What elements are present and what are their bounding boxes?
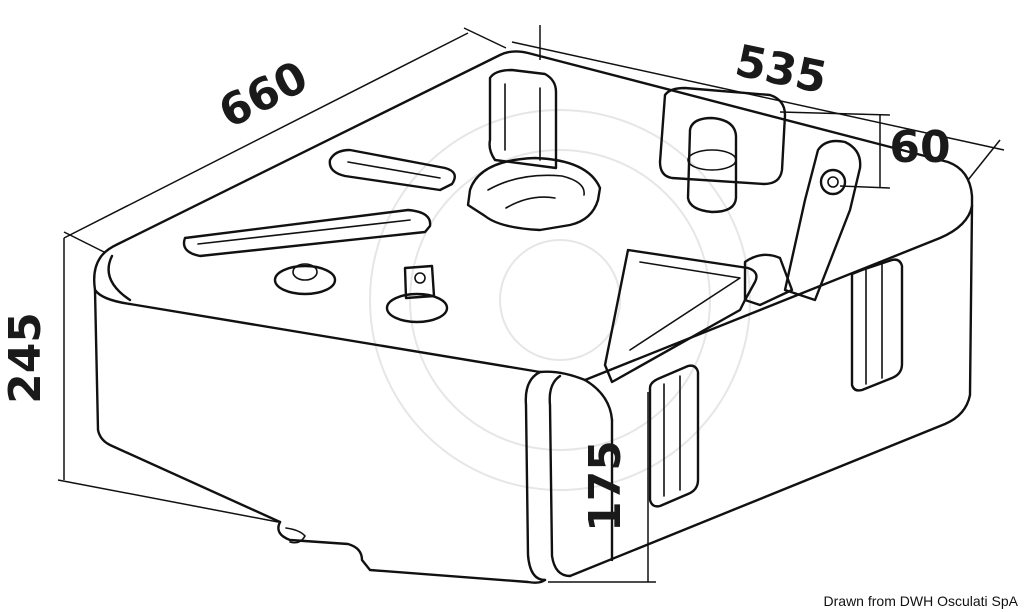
watermark [369, 109, 751, 491]
corner-right-top [583, 378, 614, 422]
top-details [182, 68, 862, 384]
side-handle-rear-inner [865, 263, 883, 385]
rear-block [488, 68, 558, 170]
front-corner [524, 370, 547, 582]
outlet-valve-hole [827, 176, 839, 188]
front-corner-inner [548, 374, 572, 578]
gauge-sender [273, 264, 337, 296]
clip-ring [466, 156, 602, 232]
dimension-lines [57, 25, 1005, 583]
filler-neck [686, 116, 738, 214]
rear-block-inner [504, 83, 541, 161]
gauge-sender-cap [292, 263, 318, 281]
front-face-left [93, 288, 282, 524]
recessed-channel-inner [629, 261, 741, 351]
short-slot-inner [347, 161, 441, 179]
short-slot [328, 148, 456, 192]
outlet-pipe [783, 139, 862, 302]
long-slot-inner [197, 219, 411, 245]
top-front-edge [92, 256, 587, 382]
clip-ring-inner [487, 174, 585, 209]
credit-text: Drawn from DWH Osculati SpA [824, 593, 1019, 609]
top-face-outline [98, 50, 974, 260]
outlet-valve [819, 168, 847, 196]
dimension-neck-height: 60 [889, 122, 950, 173]
dimension-side-height: 175 [580, 440, 631, 532]
dimension-length: 660 [211, 52, 316, 139]
vent-fitting [385, 292, 449, 324]
filler-neck-rim [687, 149, 737, 171]
top-right-edge [583, 204, 974, 382]
channel-spout [743, 253, 794, 307]
filler-neck-housing [658, 86, 787, 186]
side-handle-rear [850, 258, 904, 392]
bottom-recess [277, 520, 547, 584]
dimension-height: 245 [0, 312, 51, 404]
vent-fitting-top [403, 264, 436, 300]
vent-fitting-hole [414, 272, 426, 284]
bottom-recess-inner [285, 527, 306, 544]
long-slot [182, 208, 432, 258]
tank-body [92, 50, 974, 584]
side-handle-front-inner [663, 375, 681, 497]
side-handle-front [648, 364, 700, 508]
top-edge-inner [107, 254, 132, 302]
recessed-channel [603, 248, 758, 384]
right-side-bottom [568, 204, 974, 578]
